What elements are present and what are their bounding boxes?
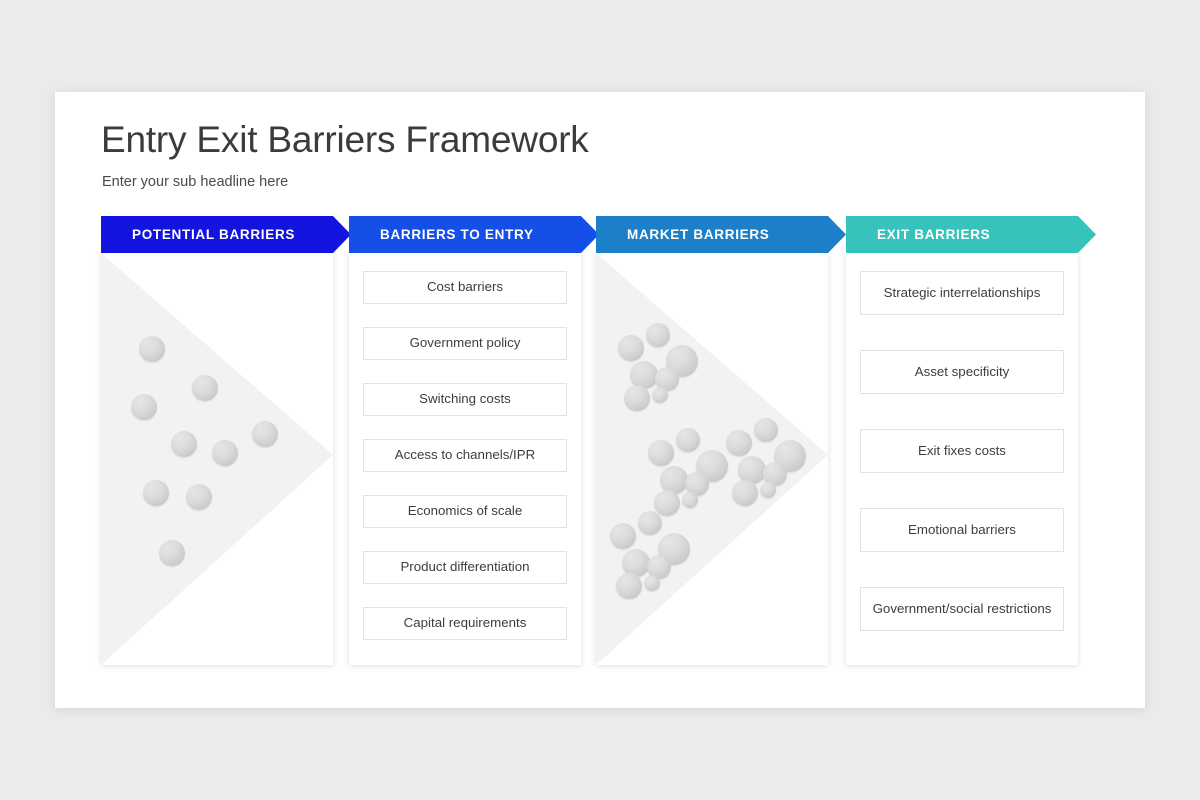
sphere-icon xyxy=(186,484,212,510)
sphere-icon xyxy=(212,440,238,466)
column-header-barriers-to-entry[interactable]: BARRIERS TO ENTRY xyxy=(349,216,599,253)
list-item[interactable]: Emotional barriers xyxy=(860,508,1064,552)
sphere-icon xyxy=(726,430,752,456)
column-potential-barriers: POTENTIAL BARRIERS xyxy=(101,216,333,665)
column-header-label: POTENTIAL BARRIERS xyxy=(132,227,296,242)
sphere-icon xyxy=(660,466,688,494)
column-header-potential-barriers[interactable]: POTENTIAL BARRIERS xyxy=(101,216,351,253)
sphere-icon xyxy=(732,480,758,506)
column-header-label: EXIT BARRIERS xyxy=(877,227,991,242)
column-body-potential-barriers xyxy=(101,253,333,665)
sphere-icon xyxy=(171,431,197,457)
sphere-icon xyxy=(616,573,642,599)
sphere-icon xyxy=(754,418,778,442)
column-body-barriers-to-entry: Cost barriers Government policy Switchin… xyxy=(349,253,581,665)
sphere-icon xyxy=(676,428,700,452)
sphere-icon xyxy=(638,511,662,535)
sphere-icon xyxy=(646,323,670,347)
sphere-icon xyxy=(654,490,680,516)
sphere-icon xyxy=(192,375,218,401)
list-item[interactable]: Asset specificity xyxy=(860,350,1064,394)
list-item[interactable]: Economics of scale xyxy=(363,495,567,528)
column-body-exit-barriers: Strategic interrelationships Asset speci… xyxy=(846,253,1078,665)
column-barriers-to-entry: BARRIERS TO ENTRY Cost barriers Governme… xyxy=(349,216,581,665)
sphere-icon xyxy=(652,387,668,403)
slide-canvas: Entry Exit Barriers Framework Enter your… xyxy=(55,92,1145,708)
sphere-icon xyxy=(644,575,660,591)
sphere-icon xyxy=(618,335,644,361)
list-item[interactable]: Product differentiation xyxy=(363,551,567,584)
column-header-market-barriers[interactable]: MARKET BARRIERS xyxy=(596,216,846,253)
column-market-barriers: MARKET BARRIERS xyxy=(596,216,828,665)
list-item[interactable]: Strategic interrelationships xyxy=(860,271,1064,315)
list-item[interactable]: Switching costs xyxy=(363,383,567,416)
sphere-icon xyxy=(624,385,650,411)
sphere-icon xyxy=(760,482,776,498)
column-header-label: BARRIERS TO ENTRY xyxy=(380,227,534,242)
item-list-exit-barriers: Strategic interrelationships Asset speci… xyxy=(860,271,1064,631)
sphere-icon xyxy=(252,421,278,447)
sphere-icon xyxy=(139,336,165,362)
list-item[interactable]: Access to channels/IPR xyxy=(363,439,567,472)
list-item[interactable]: Cost barriers xyxy=(363,271,567,304)
column-body-market-barriers xyxy=(596,253,828,665)
sphere-icon xyxy=(610,523,636,549)
sphere-icon xyxy=(622,549,650,577)
sphere-icon xyxy=(738,456,766,484)
list-item[interactable]: Capital requirements xyxy=(363,607,567,640)
sphere-icon xyxy=(131,394,157,420)
page-subtitle: Enter your sub headline here xyxy=(102,174,289,190)
sphere-icon xyxy=(682,492,698,508)
sphere-icon xyxy=(143,480,169,506)
column-header-label: MARKET BARRIERS xyxy=(627,227,770,242)
page-title: Entry Exit Barriers Framework xyxy=(101,119,589,160)
column-header-exit-barriers[interactable]: EXIT BARRIERS xyxy=(846,216,1096,253)
item-list-barriers-to-entry: Cost barriers Government policy Switchin… xyxy=(363,271,567,640)
column-exit-barriers: EXIT BARRIERS Strategic interrelationshi… xyxy=(846,216,1078,665)
sphere-icon xyxy=(648,440,674,466)
sphere-icon xyxy=(630,361,658,389)
sphere-icon xyxy=(159,540,185,566)
list-item[interactable]: Exit fixes costs xyxy=(860,429,1064,473)
list-item[interactable]: Government policy xyxy=(363,327,567,360)
list-item[interactable]: Government/social restrictions xyxy=(860,587,1064,631)
